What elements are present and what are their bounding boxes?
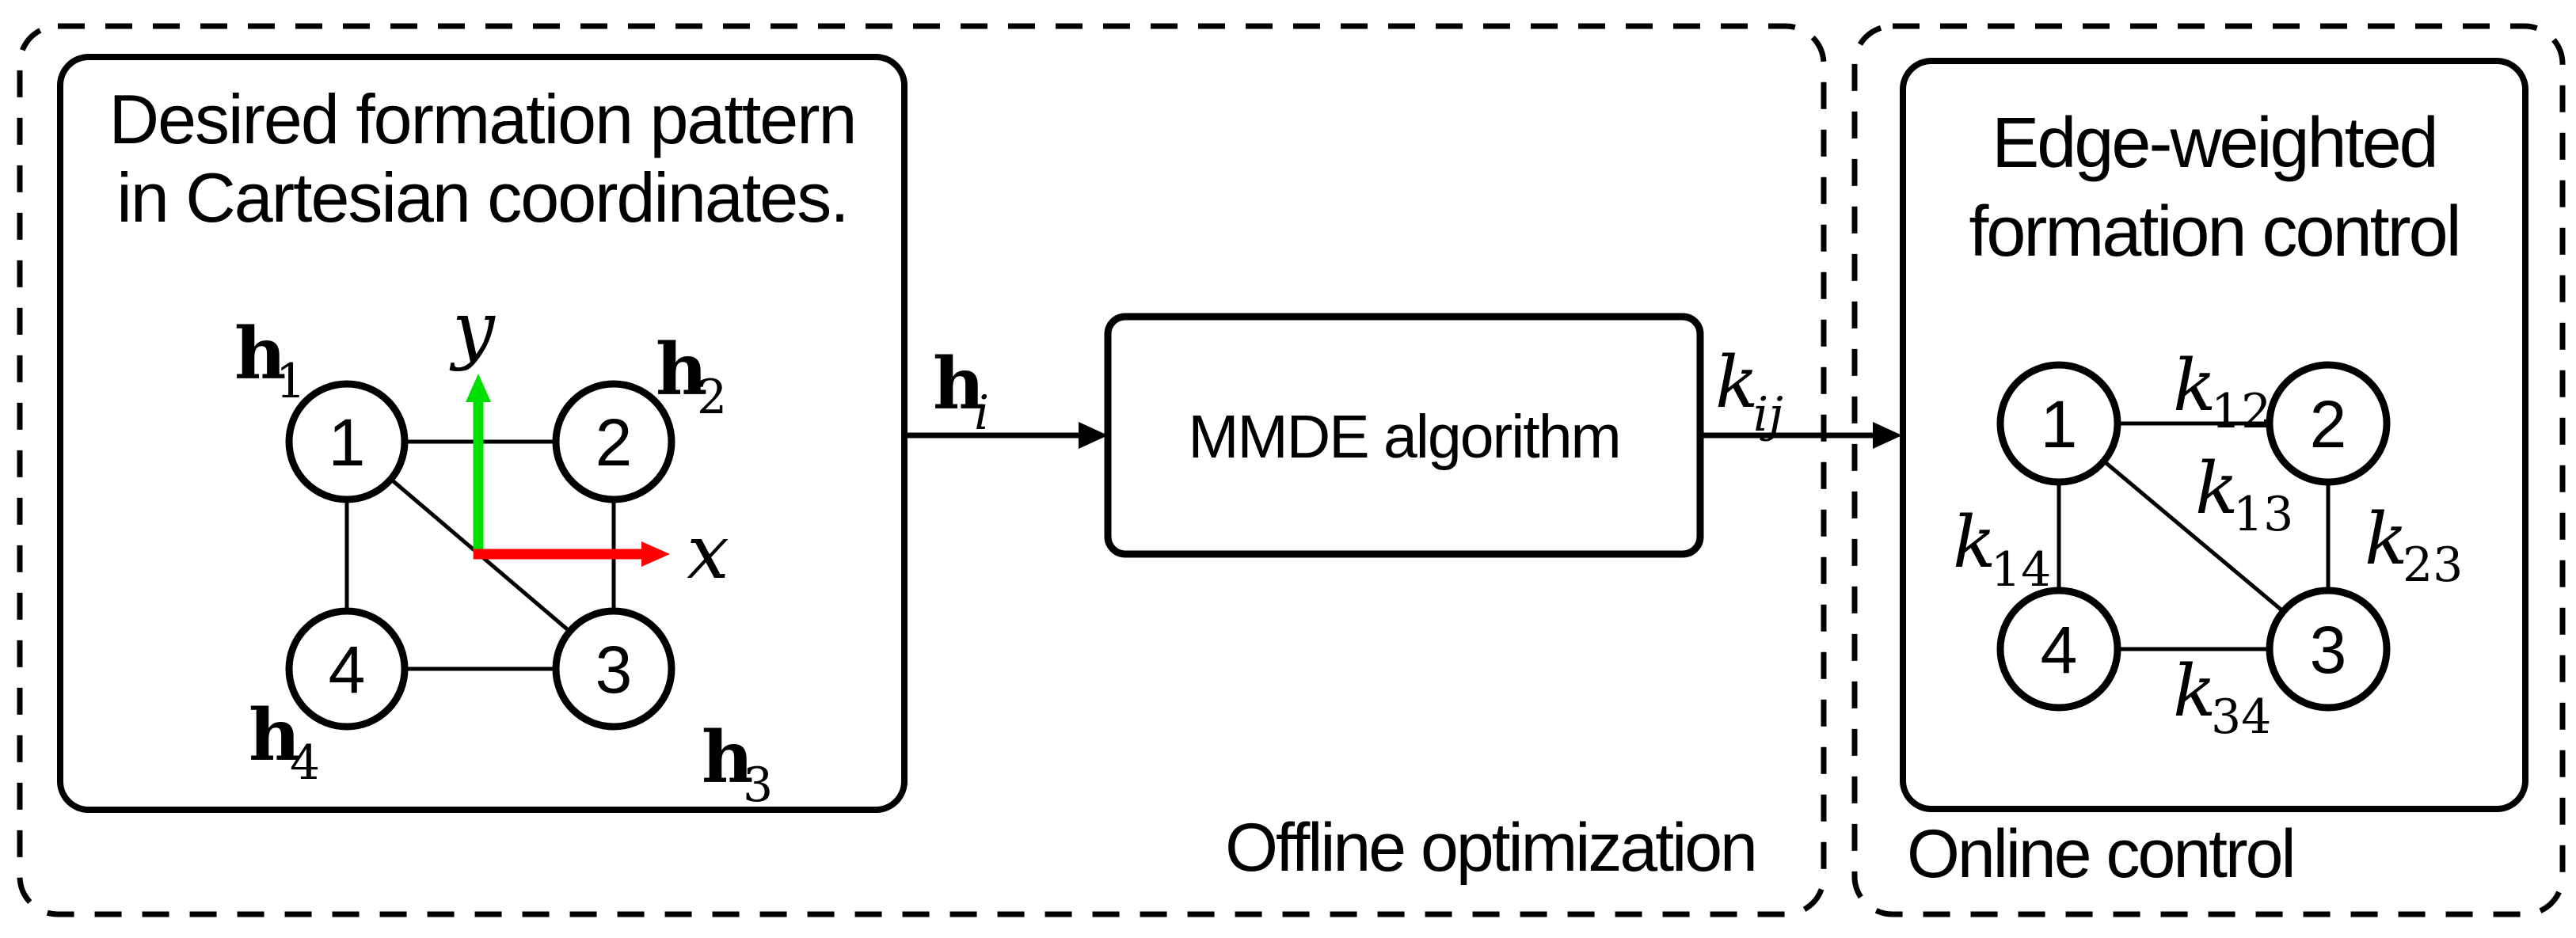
- pattern-box-title-line2: in Cartesian coordinates.: [116, 158, 847, 237]
- online-node-1-circle: [1996, 361, 2121, 486]
- h1-sub: 1: [276, 354, 306, 409]
- online-node-4: 4: [1996, 587, 2121, 712]
- online-node-4-circle: [1996, 587, 2121, 712]
- mmde-box-border: [1104, 313, 1704, 558]
- offline-node-2-id: 2: [595, 405, 633, 480]
- y-axis-arrowhead: [466, 374, 491, 402]
- k34-sub: 34: [2211, 689, 2271, 745]
- h1-main: h: [234, 312, 286, 396]
- weight-label-k23: k 23: [2365, 498, 2463, 593]
- x-axis-arrowhead: [641, 541, 670, 567]
- position-label-h2: h 2: [656, 328, 727, 425]
- mmde-box: MMDE algorithm: [1104, 313, 1704, 558]
- h2-sub: 2: [697, 370, 727, 425]
- control-box-title-line1: Edge-weighted: [1992, 104, 2436, 183]
- k13-sub: 13: [2233, 487, 2293, 542]
- online-node-3-id: 3: [2310, 613, 2347, 687]
- offline-dashed-border: [17, 23, 1827, 917]
- offline-node-1-id: 1: [329, 405, 366, 480]
- y-axis-label: y: [449, 286, 496, 373]
- weight-label-k12: k 12: [2173, 344, 2271, 439]
- online-node-1-id: 1: [2041, 387, 2078, 461]
- h2-main: h: [656, 328, 707, 412]
- control-box-border: [1900, 58, 2528, 812]
- cartesian-axes: y x: [449, 286, 729, 596]
- offline-node-2: 2: [552, 380, 675, 503]
- position-label-h3: h 3: [702, 716, 773, 813]
- online-node-4-id: 4: [2041, 613, 2078, 687]
- online-node-2-id: 2: [2310, 387, 2347, 461]
- input-arrowhead: [1079, 422, 1108, 449]
- output-arrowhead: [1873, 422, 1902, 449]
- online-caption: Online control: [1907, 816, 2294, 892]
- online-node-3: 3: [2266, 587, 2391, 712]
- input-arrow: h i: [905, 342, 1108, 449]
- offline-node-4: 4: [285, 607, 409, 731]
- online-node-3-circle: [2266, 587, 2391, 712]
- output-signal-main: k: [1715, 341, 1759, 424]
- k34-main: k: [2173, 650, 2216, 733]
- offline-node-4-circle: [285, 607, 409, 731]
- k23-main: k: [2365, 498, 2408, 581]
- h4-sub: 4: [290, 735, 320, 791]
- offline-caption: Offline optimization: [1225, 810, 1756, 886]
- mmde-box-label: MMDE algorithm: [1188, 403, 1619, 471]
- offline-node-4-id: 4: [329, 632, 366, 707]
- input-signal-sub: i: [974, 385, 989, 441]
- weight-label-k14: k 14: [1953, 501, 2051, 598]
- k14-sub: 14: [1991, 542, 2051, 598]
- formation-pattern-box-border: [57, 54, 907, 813]
- offline-node-3-circle: [552, 607, 675, 731]
- online-region: Edge-weighted formation control 1 2 3: [1851, 23, 2566, 917]
- weight-label-k13: k 13: [2195, 447, 2293, 542]
- online-node-2: 2: [2266, 361, 2391, 486]
- k13-main: k: [2195, 447, 2239, 530]
- x-axis-label: x: [687, 509, 729, 596]
- offline-node-1: 1: [285, 380, 409, 503]
- offline-node-3-id: 3: [595, 632, 633, 707]
- output-signal-sub: ij: [1753, 387, 1783, 442]
- h3-main: h: [702, 716, 753, 799]
- k14-main: k: [1953, 501, 1996, 584]
- input-signal-main: h: [933, 342, 984, 426]
- position-label-h1: h 1: [234, 312, 306, 409]
- k23-sub: 23: [2403, 537, 2463, 593]
- h3-sub: 3: [743, 758, 773, 813]
- weight-label-k34: k 34: [2173, 650, 2271, 745]
- offline-node-2-circle: [552, 380, 675, 503]
- offline-node-3: 3: [552, 607, 675, 731]
- online-node-1: 1: [1996, 361, 2121, 486]
- formation-pattern-box: Desired formation pattern in Cartesian c…: [57, 54, 907, 813]
- k12-main: k: [2173, 344, 2216, 427]
- h4-main: h: [249, 693, 300, 777]
- offline-node-1-circle: [285, 380, 409, 503]
- control-box-title-line2: formation control: [1969, 192, 2459, 272]
- offline-region: Desired formation pattern in Cartesian c…: [17, 23, 1902, 917]
- position-label-h4: h 4: [249, 693, 320, 791]
- pattern-box-title-line1: Desired formation pattern: [109, 80, 856, 158]
- k12-sub: 12: [2211, 384, 2271, 439]
- online-dashed-border: [1851, 23, 2566, 917]
- edge-weighted-control-box: Edge-weighted formation control 1 2 3: [1900, 58, 2528, 812]
- output-arrow: k ij: [1701, 341, 1902, 449]
- online-node-2-circle: [2266, 361, 2391, 486]
